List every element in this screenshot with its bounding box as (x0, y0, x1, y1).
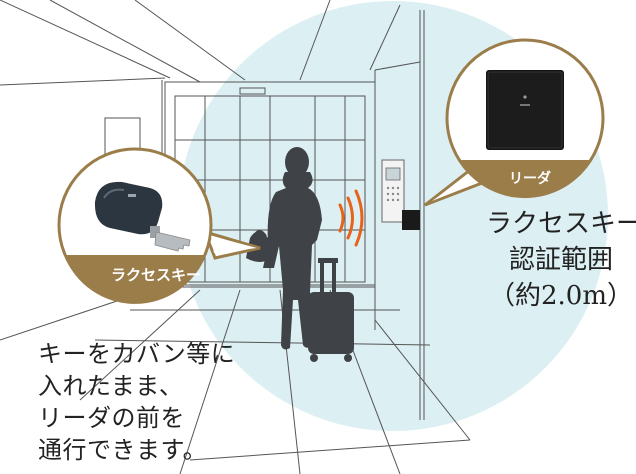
range-line-1: ラクセスキー (486, 209, 636, 239)
caption-line-2: 入れたまま、 (38, 372, 184, 400)
range-line-2: 認証範囲 (508, 245, 613, 275)
caption-text: キーをカバン等に 入れたまま、 リーダの前を 通行できます。 (38, 338, 235, 466)
reader-bubble-label: リーダ (509, 171, 551, 187)
wall-reader (402, 210, 420, 230)
reader-bubble-band (458, 160, 592, 199)
caption-line-3: リーダの前を (38, 404, 185, 432)
caption-line-1: キーをカバン等に (38, 340, 236, 368)
intercom-panel (381, 159, 405, 223)
auth-range-text: ラクセスキー 認証範囲 （約2.0m） (486, 206, 636, 314)
signal-waves-icon (338, 189, 364, 247)
range-line-3: （約2.0m） (488, 281, 633, 311)
reader-device-icon (486, 70, 564, 150)
caption-line-4: 通行できます。 (38, 436, 208, 464)
key-bubble-band (64, 255, 206, 304)
smart-key-icon (94, 181, 191, 252)
key-bubble-label: ラクセスキー (110, 266, 201, 284)
